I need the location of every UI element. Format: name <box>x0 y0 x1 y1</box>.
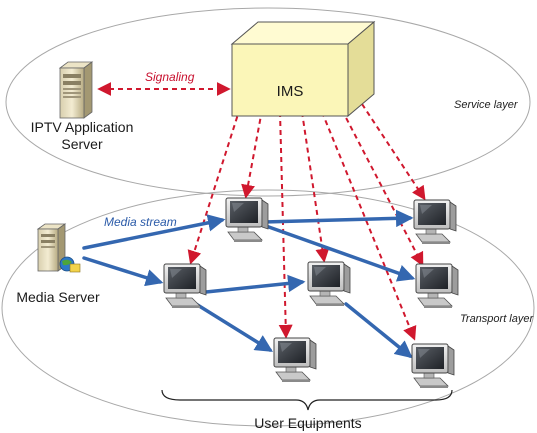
computer-monitor-icon <box>307 261 351 307</box>
computer-monitor-icon <box>411 343 455 389</box>
media-server-label: Media Server <box>16 289 100 305</box>
signaling-links <box>187 103 426 341</box>
signaling-to-ue-2 <box>241 109 263 199</box>
server-tower-icon <box>58 61 94 119</box>
user-equipments-label: User Equipments <box>254 415 361 431</box>
signaling-to-ue-5 <box>321 111 417 341</box>
computer-monitor-icon <box>163 263 207 309</box>
media-server-to-ue-1 <box>82 256 164 287</box>
ue-2-to-ue-6 <box>264 224 416 282</box>
media-server-to-ue-2 <box>82 214 226 250</box>
media-server-icon <box>36 223 81 273</box>
service-layer-label: Service layer <box>454 99 519 111</box>
ims-label: IMS <box>277 83 304 100</box>
ims-box: IMS <box>230 20 376 118</box>
media-stream-links <box>82 209 416 359</box>
ue-1-to-ue-5 <box>204 274 306 294</box>
signaling-label: Signaling <box>145 70 195 84</box>
computer-monitor-icon <box>413 199 457 245</box>
computer-monitor-icon <box>273 337 317 383</box>
signaling-to-ue-3 <box>278 111 293 339</box>
ue-2-to-ue-4 <box>262 209 414 228</box>
signaling-to-ue-6 <box>341 109 424 267</box>
service-layer-boundary <box>5 7 531 197</box>
computer-monitor-icon <box>415 263 459 309</box>
ue-1-to-ue-3 <box>194 302 273 352</box>
media-stream-label: Media stream <box>104 215 177 229</box>
ue-5-to-ue-7 <box>344 302 413 359</box>
user-equipments-brace <box>161 389 453 411</box>
transport-layer-label: Transport layer <box>460 313 534 325</box>
iptv-server-label-line2: Server <box>61 136 103 152</box>
signaling-to-ue-1 <box>187 107 241 265</box>
computer-monitor-icon <box>225 197 269 243</box>
transport-layer-boundary <box>1 189 535 427</box>
iptv-server-label: IPTV Application <box>31 119 134 135</box>
signaling-to-ue-7 <box>361 103 426 201</box>
signaling-to-ue-4 <box>301 111 330 263</box>
